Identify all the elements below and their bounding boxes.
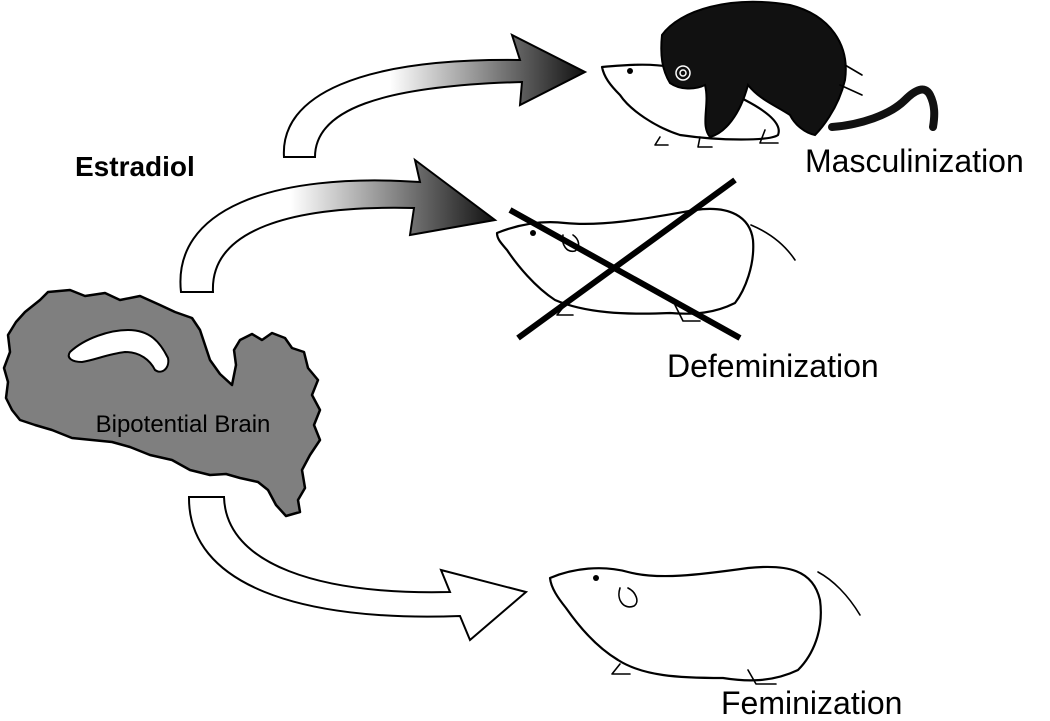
defeminization-label: Defeminization (667, 348, 879, 384)
estradiol-label: Estradiol (75, 151, 195, 182)
x-mark-icon (508, 177, 742, 341)
arrow-to-defeminization (179, 157, 498, 293)
rat-icon (600, 0, 939, 148)
brain-label: Bipotential Brain (96, 411, 271, 438)
arrow-to-masculinization (282, 33, 588, 158)
brain-icon (2, 288, 322, 518)
rat-icon (548, 565, 861, 685)
masculinization-label: Masculinization (805, 143, 1024, 179)
arrow-to-feminization (187, 496, 529, 642)
feminization-label: Feminization (721, 685, 902, 721)
